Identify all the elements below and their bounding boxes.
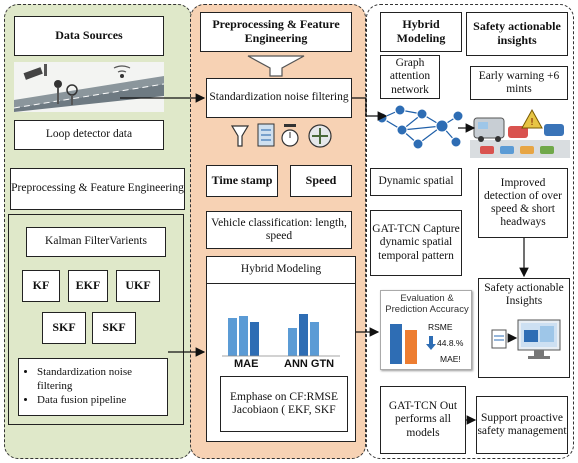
rsme-label: RSME [428,322,453,332]
bar-mae-1 [228,318,237,356]
preprocessing-title: Preprocessing & Feature Engineering [200,12,352,52]
bullet-standardization: Standardization noise filtering [37,366,167,394]
bar-label-mae: MAE [234,358,259,370]
ekf-box: EKF [68,270,108,302]
eval-bar-orange [405,330,417,364]
improved-detection-box: Improved detection of over speed & short… [478,168,568,238]
data-sources-title: Data Sources [14,16,164,56]
std-filter-box: Standardization noise filtering [206,78,352,118]
processing-icons [226,122,336,152]
evaluation-title: Evaluation & Prediction Accuracy [385,293,469,315]
vehicle-classification-box: Vehicle classification: length, speed [206,211,352,249]
funnel-icon [246,54,306,78]
gat-tcn-box: GAT-TCN Capture dynamic spatial temporal… [370,210,462,276]
dashboard-icon [486,316,564,372]
early-warning-box: Early warning +6 mints [470,66,568,100]
arrow-filter-to-graph [352,97,388,121]
hybrid-title: Hybrid Modeling [380,12,462,52]
skf-box-1: SKF [42,312,86,344]
traffic-vehicles-illustration: ! [470,104,570,158]
insights-label: Safety actionable Insights [484,282,564,308]
mae-bar-chart [220,304,344,370]
speed-box: Speed [290,165,352,197]
support-box: Support proactive safety management [476,396,568,454]
bar-mae-3 [250,322,259,356]
percent-label: 44.8.% [437,338,464,348]
bar-ann-2 [299,314,308,356]
safety-title: Safety actionable insights [466,12,568,56]
svg-text:!: ! [530,117,534,128]
eval-bar-blue [390,324,402,364]
graph-network-icon [372,100,466,156]
emphasis-box: Emphase on CF:RMSE Jacobiaon ( EKF, SKF [220,376,348,432]
dynamic-spatial-box: Dynamic spatial [370,168,462,196]
hybrid-modeling-box: Hybrid Modeling [206,256,356,284]
kalman-variants-box: Kalman FilterVarients [26,227,166,257]
bullets-box: Standardization noise filtering Data fus… [18,358,168,416]
gat-box: Graph attention network [380,55,440,99]
kf-box: KF [22,270,60,302]
ukf-box: UKF [116,270,160,302]
mae-label: MAE! [440,354,461,364]
eval-bar-chart [386,318,422,366]
bar-label-ann-gtn: ANN GTN [284,358,335,370]
bar-ann-3 [310,322,319,356]
bar-ann-1 [288,328,297,356]
left-preprocessing-box: Preprocessing & Feature Engineering [10,168,185,210]
time-stamp-box: Time stamp [206,165,278,197]
outperform-box: GAT-TCN Out performs all models [380,386,466,454]
down-arrow-icon [426,336,436,350]
loop-detector-box: Loop detector data [14,120,164,150]
bar-mae-2 [239,316,248,356]
bullet-data-fusion: Data fusion pipeline [37,394,167,408]
road-sensor-illustration [13,62,165,112]
skf-box-2: SKF [92,312,136,344]
